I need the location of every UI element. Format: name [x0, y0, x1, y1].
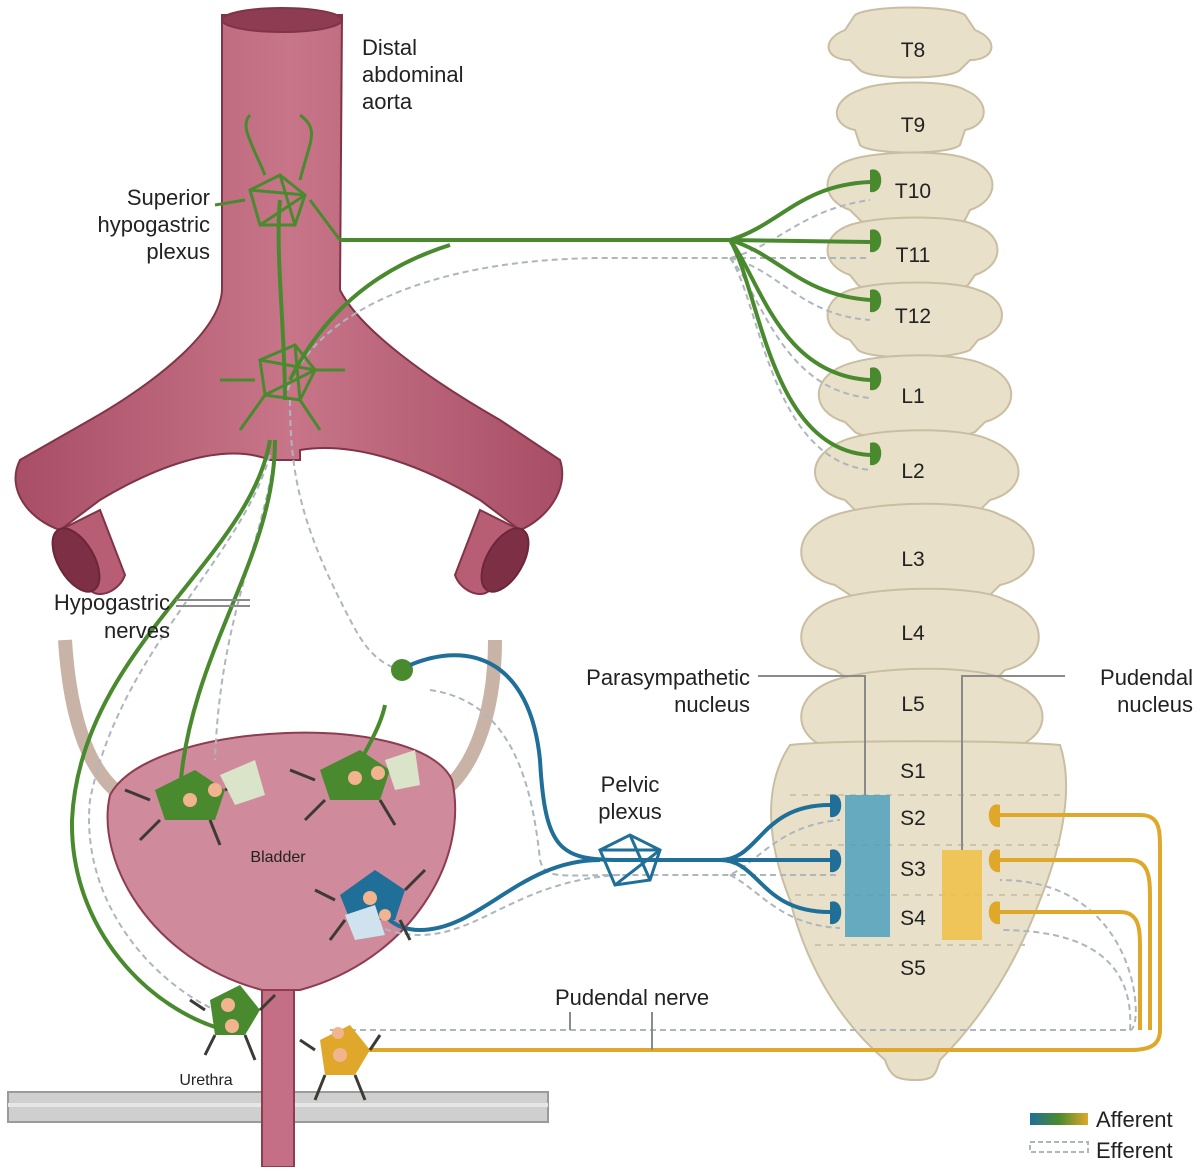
vertebra-label-l3: L3 [901, 548, 924, 571]
label-superior-hypogastric-plexus: Superior hypogastric plexus [97, 185, 210, 264]
label-bladder: Bladder [250, 849, 306, 866]
legend-afferent-swatch [1030, 1113, 1088, 1125]
sacral-label-s1: S1 [900, 760, 926, 783]
label-pudendal-nucleus-line-1: Pudendal [1100, 665, 1193, 690]
legend: Afferent Efferent [1030, 1107, 1173, 1163]
label-superior-line-1: Superior [127, 185, 210, 210]
vertebra-label-t12: T12 [895, 305, 931, 328]
label-parasympathetic-line-1: Parasympathetic [586, 665, 750, 690]
vertebra-label-l4: L4 [901, 622, 925, 645]
label-pelvic-line-2: plexus [598, 799, 662, 824]
vertebra-label-l1: L1 [901, 385, 924, 408]
legend-afferent-label: Afferent [1096, 1107, 1173, 1132]
legend-efferent-label: Efferent [1096, 1138, 1173, 1163]
gold-terminals [989, 804, 1000, 924]
vertebra-label-l5: L5 [901, 693, 924, 716]
label-superior-line-2: hypogastric [97, 212, 210, 237]
vertebra-label-t8: T8 [901, 39, 926, 62]
legend-efferent-swatch [1030, 1142, 1088, 1152]
label-superior-line-3: plexus [146, 239, 210, 264]
urethra-neuron-gold [300, 1025, 380, 1100]
label-aorta-line-1: Distal [362, 35, 417, 60]
label-pelvic-plexus: Pelvic plexus [598, 772, 662, 824]
urethra [262, 980, 294, 1167]
label-hypogastric-line-1: Hypogastric [54, 590, 170, 615]
sacral-label-s2: S2 [900, 807, 926, 830]
label-aorta-line-2: abdominal [362, 62, 464, 87]
label-urethra: Urethra [179, 1072, 232, 1089]
aorta [16, 8, 563, 599]
label-aorta: Distal abdominal aorta [362, 35, 464, 114]
vertebra-label-l2: L2 [901, 460, 924, 483]
sacral-label-s3: S3 [900, 858, 926, 881]
parasympathetic-nucleus [845, 795, 890, 937]
label-pudendal-nucleus-line-2: nucleus [1117, 692, 1193, 717]
label-pudendal-nerve: Pudendal nerve [555, 985, 709, 1050]
label-pudendal-nerve-text: Pudendal nerve [555, 985, 709, 1010]
sacral-label-s4: S4 [900, 907, 926, 930]
label-aorta-line-3: aorta [362, 89, 413, 114]
vertebra-label-t10: T10 [895, 180, 931, 203]
label-hypogastric-line-2: nerves [104, 618, 170, 643]
vertebra-label-t11: T11 [896, 244, 931, 267]
sacral-label-s5: S5 [900, 957, 926, 980]
pudendal-nucleus [942, 850, 982, 940]
vertebra-label-t9: T9 [901, 114, 926, 137]
label-parasympathetic-line-2: nucleus [674, 692, 750, 717]
label-pelvic-line-1: Pelvic [601, 772, 660, 797]
